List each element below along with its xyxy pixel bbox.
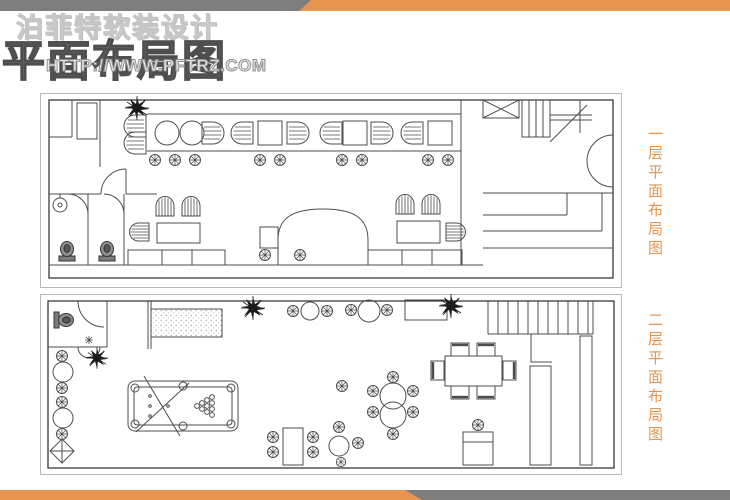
floor2-wall-border bbox=[47, 300, 615, 469]
bar-counter-seating bbox=[123, 95, 461, 166]
bottom-decor-bar bbox=[0, 490, 730, 500]
bottom-bar-orange-segment bbox=[0, 490, 422, 500]
dining-set bbox=[430, 342, 517, 400]
top-bar-gray-segment bbox=[0, 0, 311, 11]
cue-stick bbox=[135, 382, 190, 433]
toilet-icon bbox=[58, 241, 76, 262]
floor1-wall-border bbox=[48, 99, 614, 279]
toilet-room bbox=[48, 300, 108, 359]
lower-round-table-cluster bbox=[328, 421, 364, 468]
floor2-plan bbox=[40, 294, 622, 475]
sofa-group-left bbox=[129, 196, 201, 244]
column-wall bbox=[579, 335, 593, 466]
top-bar-orange-segment bbox=[0, 0, 730, 11]
planter-box bbox=[404, 294, 464, 321]
round-table-group-b bbox=[345, 299, 393, 323]
floor1-outer-border bbox=[40, 93, 622, 288]
bar-counter bbox=[147, 301, 223, 349]
sofa-group-right bbox=[395, 194, 466, 244]
entry-double-door bbox=[586, 134, 614, 188]
staircase bbox=[487, 301, 594, 363]
corner-table-icon bbox=[49, 438, 75, 464]
lower-right-steps bbox=[483, 192, 613, 249]
service-counter bbox=[462, 419, 494, 466]
floor2-outer-border bbox=[40, 294, 622, 475]
toilet-icon bbox=[98, 241, 116, 262]
watermark-brand: 泊菲特软装设计 bbox=[16, 13, 219, 44]
floor2-label: 二层平面布局图 bbox=[646, 312, 663, 445]
round-table-group-a bbox=[287, 301, 333, 321]
floor1-plan bbox=[40, 93, 622, 288]
column-wall bbox=[529, 365, 552, 466]
staircase bbox=[521, 99, 592, 143]
floor1-plan-drawing bbox=[40, 93, 622, 288]
left-alcove bbox=[49, 100, 101, 167]
billiard-rack bbox=[194, 394, 215, 418]
cue-stick bbox=[143, 375, 181, 437]
billiard-table bbox=[127, 375, 239, 437]
watermark-title: 平面布局图 bbox=[1, 37, 227, 87]
top-decor-bar bbox=[0, 0, 730, 11]
left-table-column bbox=[49, 350, 75, 464]
elevator-shaft bbox=[482, 99, 520, 119]
floor2-plan-drawing bbox=[40, 294, 622, 475]
rect-table-with-stools bbox=[267, 427, 319, 466]
floor1-label: 一层平面布局图 bbox=[646, 126, 663, 259]
center-round-tables bbox=[336, 371, 419, 440]
corridor-door bbox=[100, 168, 127, 195]
bench-seating bbox=[127, 249, 463, 266]
watermark-url: HTTP://WWW.PFTRZ.COM bbox=[46, 56, 267, 76]
wash-basin-icon bbox=[52, 194, 68, 213]
stage-arch bbox=[259, 208, 369, 265]
toilet-icon bbox=[53, 311, 74, 329]
